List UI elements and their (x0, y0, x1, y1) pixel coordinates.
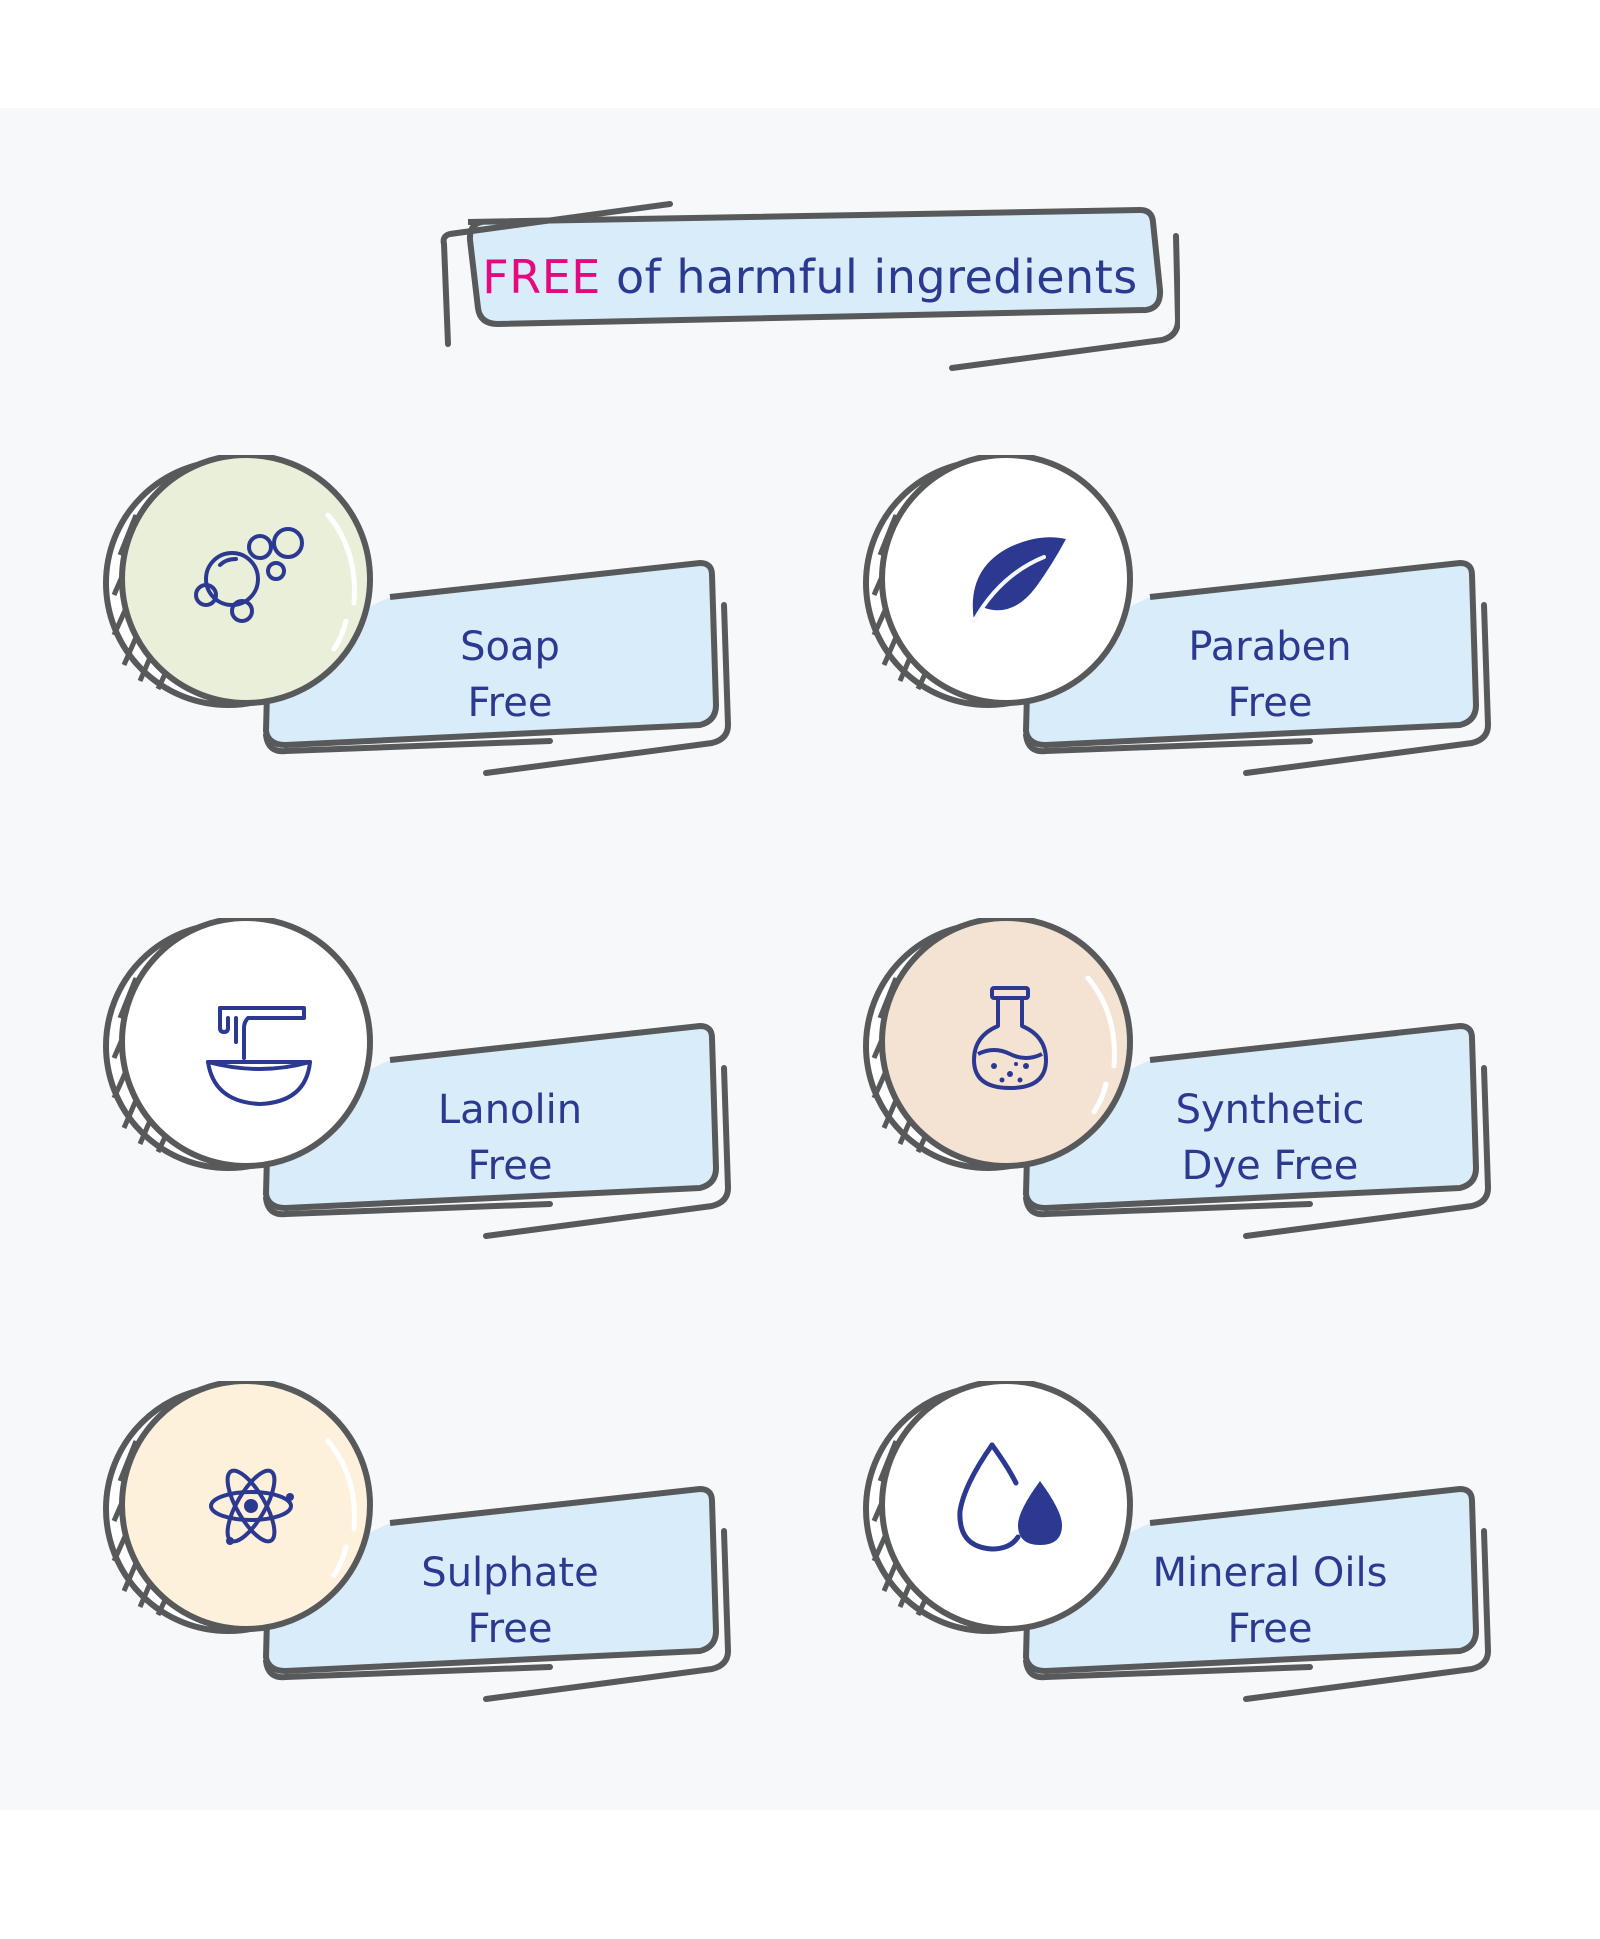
feature-card-synthetic-dye: Synthetic Dye Free (860, 918, 1500, 1278)
oil-drops-icon (957, 1442, 1062, 1552)
label-line2: Free (1227, 1606, 1313, 1652)
label-line1: Soap (460, 624, 560, 670)
label-line2: Free (467, 1143, 553, 1189)
card-label: Lanolin Free (330, 1068, 690, 1208)
card-frame (863, 1381, 1492, 1702)
icon-circle (119, 455, 373, 706)
label-line2: Free (467, 1606, 553, 1652)
atom-icon (209, 1468, 294, 1545)
feature-card-sulphate: Sulphate Free (100, 1381, 740, 1741)
card-label: Mineral Oils Free (1090, 1531, 1450, 1671)
feature-card-lanolin: Lanolin Free (100, 918, 740, 1278)
flask-icon (972, 986, 1048, 1090)
label-line2: Free (1227, 680, 1313, 726)
card-frame (863, 455, 1492, 776)
label-line2: Dye Free (1181, 1143, 1359, 1189)
feature-card-paraben: Paraben Free (860, 455, 1500, 815)
wax-bowl-icon (206, 1006, 312, 1106)
card-label: Soap Free (330, 605, 690, 745)
label-line1: Mineral Oils (1152, 1550, 1388, 1596)
label-line1: Lanolin (437, 1087, 583, 1133)
card-frame (103, 455, 732, 776)
leaf-icon (972, 537, 1066, 623)
label-line1: Synthetic (1175, 1087, 1365, 1133)
title-banner: FREE of harmful ingredients (440, 200, 1180, 380)
feature-card-soap: Soap Free (100, 455, 740, 815)
feature-card-mineral-oils: Mineral Oils Free (860, 1381, 1500, 1741)
icon-circle (879, 918, 1133, 1169)
label-line1: Paraben (1188, 624, 1352, 670)
title-rest: of harmful ingredients (600, 250, 1138, 304)
card-frame (863, 918, 1492, 1239)
label-line1: Sulphate (421, 1550, 599, 1596)
card-label: Sulphate Free (330, 1531, 690, 1671)
card-label: Paraben Free (1090, 605, 1450, 745)
card-frame (103, 1381, 732, 1702)
page-title: FREE of harmful ingredients (440, 250, 1180, 304)
label-line2: Free (467, 680, 553, 726)
title-accent: FREE (482, 250, 601, 304)
card-label: Synthetic Dye Free (1090, 1068, 1450, 1208)
icon-circle (879, 1381, 1133, 1632)
title-banner-frame (440, 201, 1180, 371)
bubbles-icon (194, 527, 304, 623)
